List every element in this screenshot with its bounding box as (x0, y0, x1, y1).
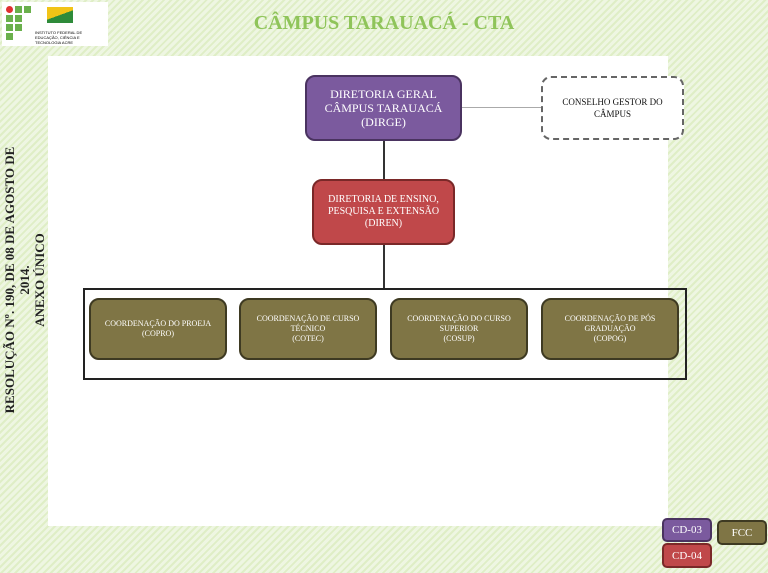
connector (383, 244, 385, 288)
legend-fcc: FCC (717, 520, 767, 545)
page-title: CÂMPUS TARAUACÁ - CTA (253, 12, 515, 34)
logo-text: INSTITUTO FEDERAL DE EDUCAÇÃO, CIÊNCIA E… (35, 30, 83, 45)
resolution-label: RESOLUÇÃO Nº. 190, DE 08 DE AGOSTO DE 20… (2, 146, 47, 414)
connector (383, 140, 385, 180)
legend-cd04: CD-04 (662, 543, 712, 568)
connector (461, 107, 541, 108)
legend-cd03: CD-03 (662, 518, 712, 542)
copog-box: COORDENAÇÃO DE PÓS GRADUAÇÃO(COPOG) (541, 298, 679, 360)
conselho-box: CONSELHO GESTOR DO CÂMPUS (541, 76, 684, 140)
diren-box: DIRETORIA DE ENSINO,PESQUISA E EXTENSÃO(… (312, 179, 455, 245)
ifac-logo: INSTITUTO FEDERAL DE EDUCAÇÃO, CIÊNCIA E… (2, 2, 108, 46)
cosup-box: COORDENAÇÃO DO CURSO SUPERIOR(COSUP) (390, 298, 528, 360)
coordinations-frame (83, 288, 687, 380)
cotec-box: COORDENAÇÃO DE CURSO TÉCNICO(COTEC) (239, 298, 377, 360)
acre-flag-icon (47, 7, 73, 23)
copro-box: COORDENAÇÃO DO PROEJA(COPRO) (89, 298, 227, 360)
